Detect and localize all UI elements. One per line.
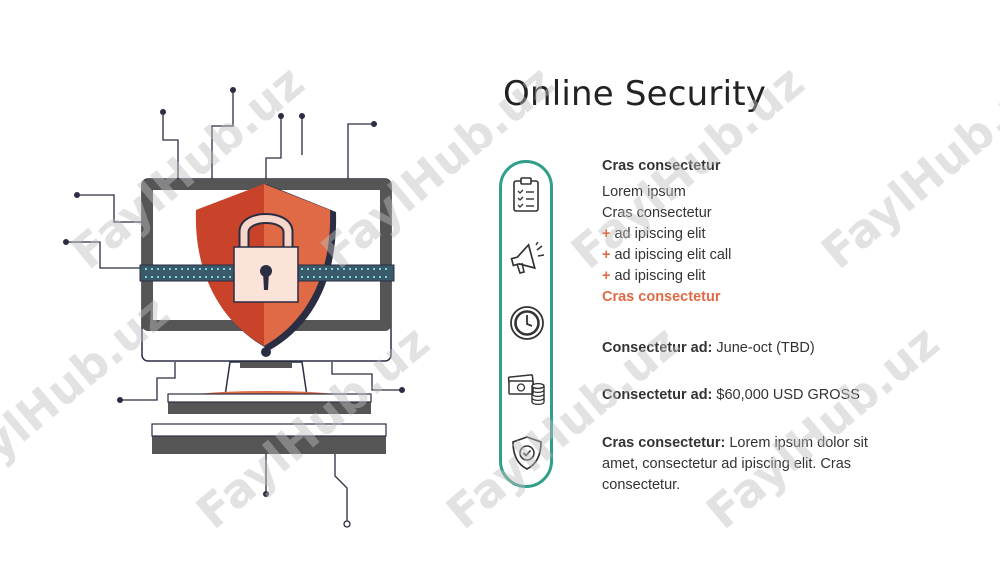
watermark: FaylHub.uz	[811, 54, 1000, 280]
clock-icon	[510, 306, 544, 340]
security-illustration	[63, 87, 405, 528]
section-2-value: June-oct (TBD)	[716, 340, 815, 356]
section-1-line: Cras consectetur	[602, 203, 731, 224]
section-1-line: +ad ipiscing elit	[602, 266, 731, 287]
shield-check-icon	[512, 436, 542, 470]
line-text: Lorem ipsum	[602, 184, 686, 200]
section-4-value: Lorem ipsum dolor sit amet, consectetur …	[602, 435, 868, 493]
plus-marker: +	[602, 268, 611, 284]
line-text: ad ipiscing elit	[614, 226, 706, 242]
section-1-highlight: Cras consectetur	[602, 289, 721, 305]
section-1-line: +ad ipiscing elit call	[602, 245, 731, 266]
circuit-nodes	[63, 87, 405, 528]
section-1: Cras consectetur Lorem ipsum Cras consec…	[602, 156, 731, 308]
megaphone-icon	[510, 242, 545, 274]
padlock-icon	[233, 213, 299, 303]
line-text: ad ipiscing elit	[614, 268, 706, 284]
section-1-line: +ad ipiscing elit	[602, 224, 731, 245]
section-2: Consectetur ad: June-oct (TBD)	[602, 338, 815, 359]
section-2-label: Consectetur ad:	[602, 340, 713, 356]
plus-marker: +	[602, 247, 611, 263]
section-3: Consectetur ad: $60,000 USD GROSS	[602, 385, 860, 406]
section-1-heading: Cras consectetur	[602, 158, 721, 174]
section-3-label: Consectetur ad:	[602, 387, 713, 403]
section-3-value: $60,000 USD GROSS	[716, 387, 860, 403]
section-4-label: Cras consectetur:	[602, 435, 726, 451]
circuit-lines	[66, 90, 402, 524]
plus-marker: +	[602, 226, 611, 242]
clipboard-checklist-icon	[513, 177, 539, 212]
money-icon	[507, 374, 545, 406]
section-4: Cras consectetur: Lorem ipsum dolor sit …	[602, 433, 882, 496]
icon-column	[499, 160, 553, 488]
page-title: Online Security	[503, 74, 767, 114]
line-text: Cras consectetur	[602, 205, 712, 221]
section-1-line: Lorem ipsum	[602, 182, 731, 203]
line-text: ad ipiscing elit call	[614, 247, 732, 263]
